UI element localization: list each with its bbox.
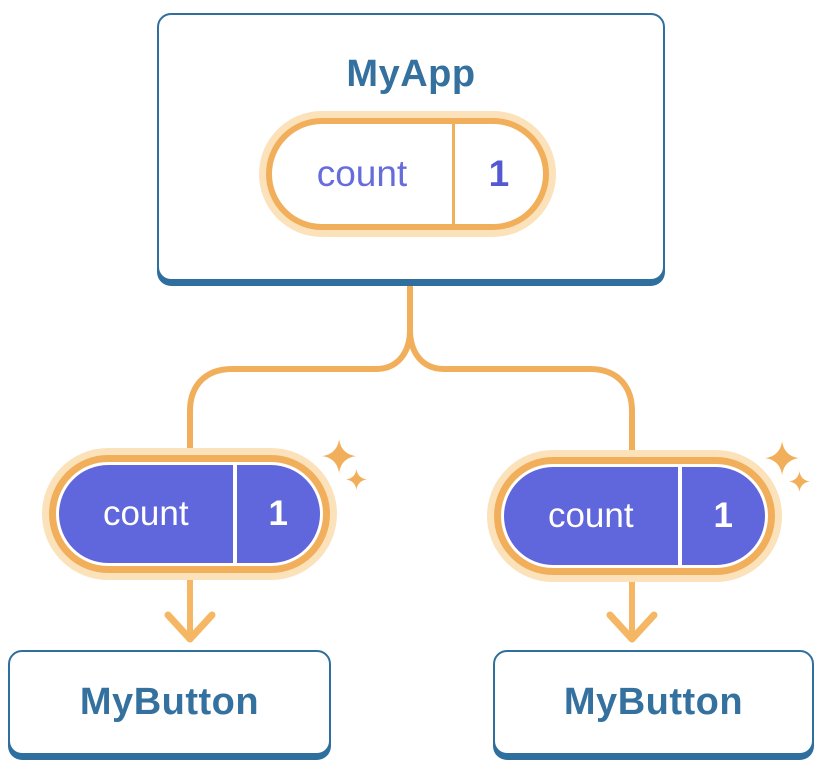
state-pill: count 1 — [266, 118, 549, 230]
arrow-down-icon — [164, 575, 216, 643]
tree-connector-left-branch — [187, 286, 413, 451]
node-title: MyButton — [79, 681, 260, 723]
state-value: 1 — [677, 467, 765, 565]
state-pill: count 1 — [494, 457, 775, 575]
sparkle-icon — [765, 441, 810, 492]
tree-connector — [187, 286, 635, 451]
node-title: MyApp — [346, 53, 476, 95]
state-value: 1 — [232, 465, 320, 563]
node-title: MyButton — [563, 681, 744, 723]
tree-connector-right-branch — [407, 286, 635, 451]
node-mybutton-right: MyButton — [493, 650, 814, 755]
sparkle-icon — [322, 439, 367, 490]
state-name: count — [102, 494, 189, 533]
state-value: 1 — [451, 124, 543, 224]
state-pill-body: count 1 — [504, 467, 765, 565]
arrow-down-icon — [606, 575, 658, 643]
state-pill: count 1 — [49, 455, 330, 573]
state-name: count — [316, 153, 408, 194]
node-mybutton-left: MyButton — [8, 650, 331, 755]
state-name: count — [547, 496, 634, 535]
state-pill-body: count 1 — [59, 465, 320, 563]
node-myapp: MyApp count 1 — [157, 13, 665, 281]
